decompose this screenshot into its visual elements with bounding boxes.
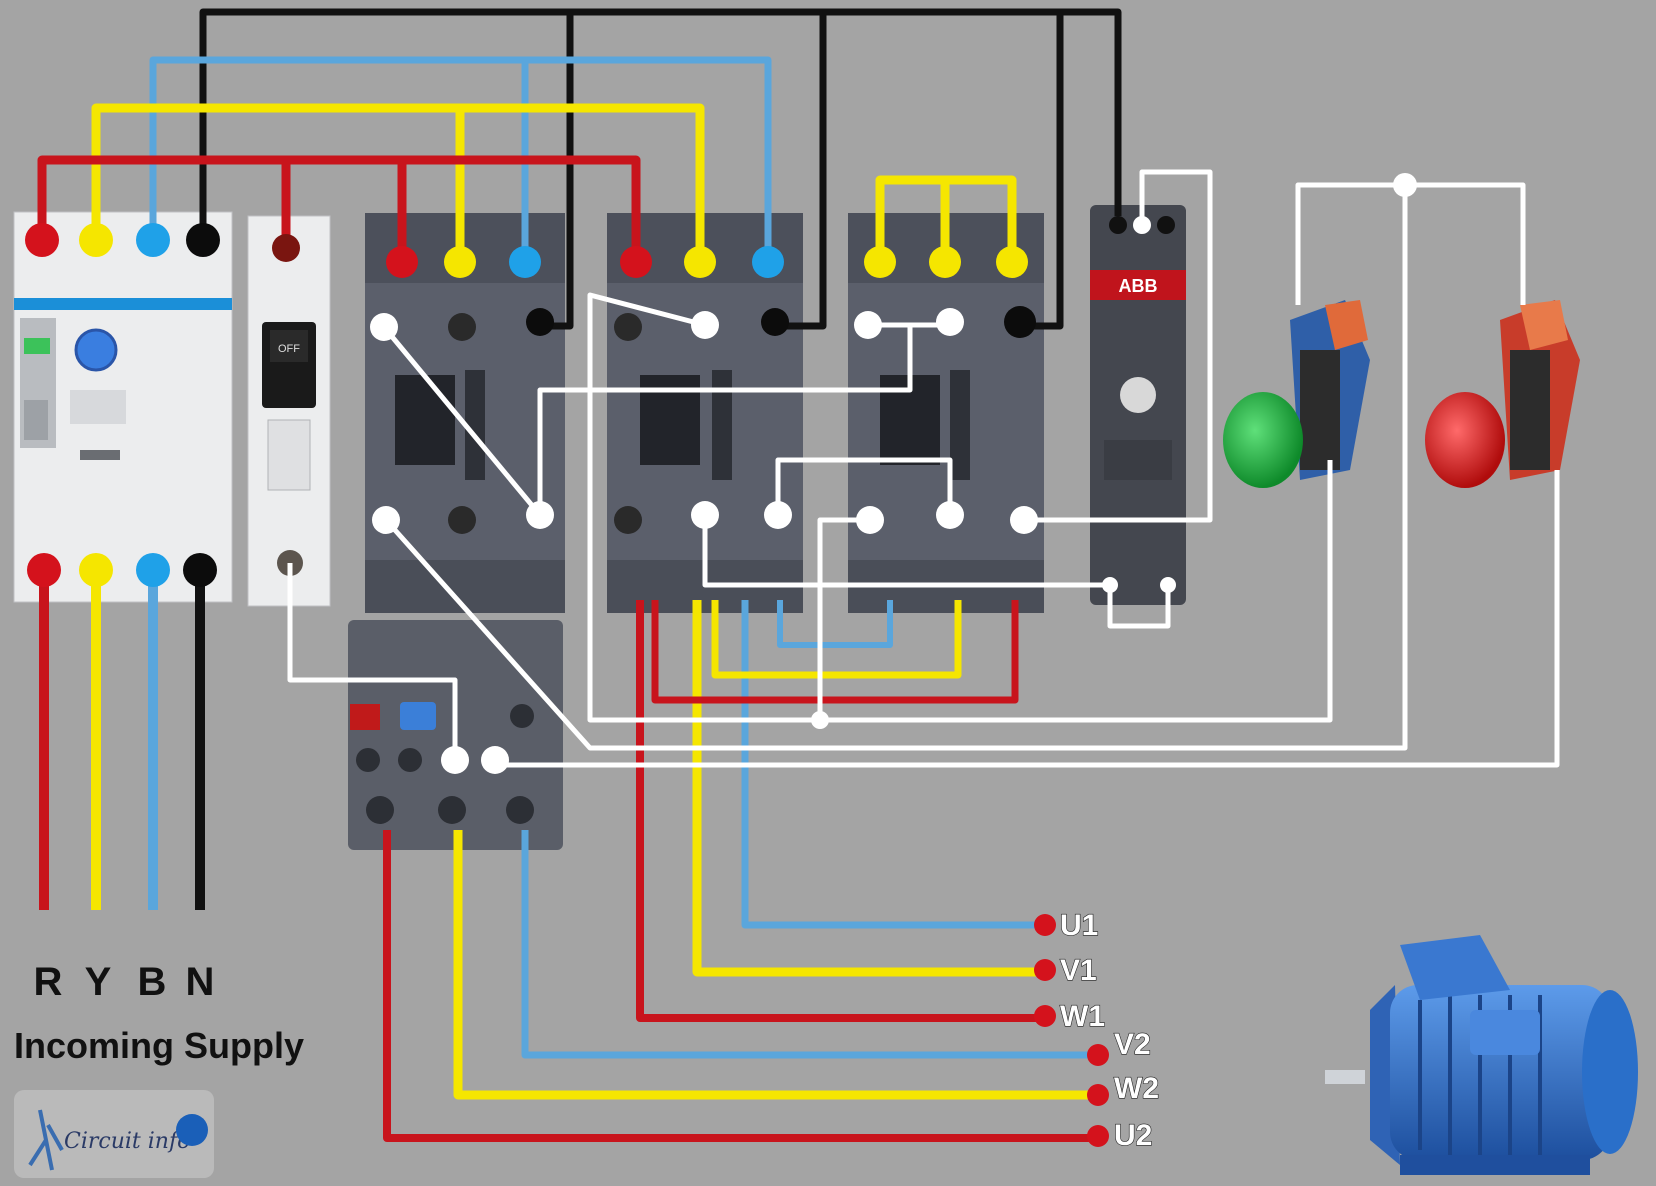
incoming-supply-caption: Incoming Supply	[14, 1025, 304, 1066]
mcb-handle-text: OFF	[278, 343, 300, 355]
terminal-label-w1: W1	[1060, 1000, 1105, 1033]
phase-label-n: N	[186, 960, 215, 1004]
logo-text: Circuit info	[64, 1129, 190, 1154]
wiring	[37, 8, 1560, 1142]
terminal-label-v2: V2	[1114, 1028, 1151, 1061]
stop-button-icon	[1425, 300, 1580, 488]
phase-label-b: B	[138, 960, 167, 1004]
mcb-icon: OFF	[247, 215, 331, 607]
circuit-info-logo: Circuit info	[14, 1090, 214, 1178]
terminal-label-u1: U1	[1060, 909, 1098, 942]
terminals	[25, 173, 1417, 774]
terminal-label-v1: V1	[1060, 954, 1097, 987]
timer-relay-icon: ABB	[1090, 205, 1186, 605]
timer-brand: ABB	[1119, 276, 1158, 296]
terminal-label-w2: W2	[1114, 1072, 1159, 1105]
terminal-label-u2: U2	[1114, 1119, 1152, 1152]
start-button-icon	[1223, 300, 1370, 488]
motor-icon	[1325, 935, 1638, 1175]
phase-label-r: R	[34, 960, 63, 1004]
phase-label-y: Y	[85, 960, 112, 1004]
phase-labels: R Y B N	[34, 960, 215, 1004]
rccb-icon	[13, 211, 233, 603]
contactor-icon	[365, 213, 565, 613]
motor-terminal-points	[1034, 914, 1109, 1147]
